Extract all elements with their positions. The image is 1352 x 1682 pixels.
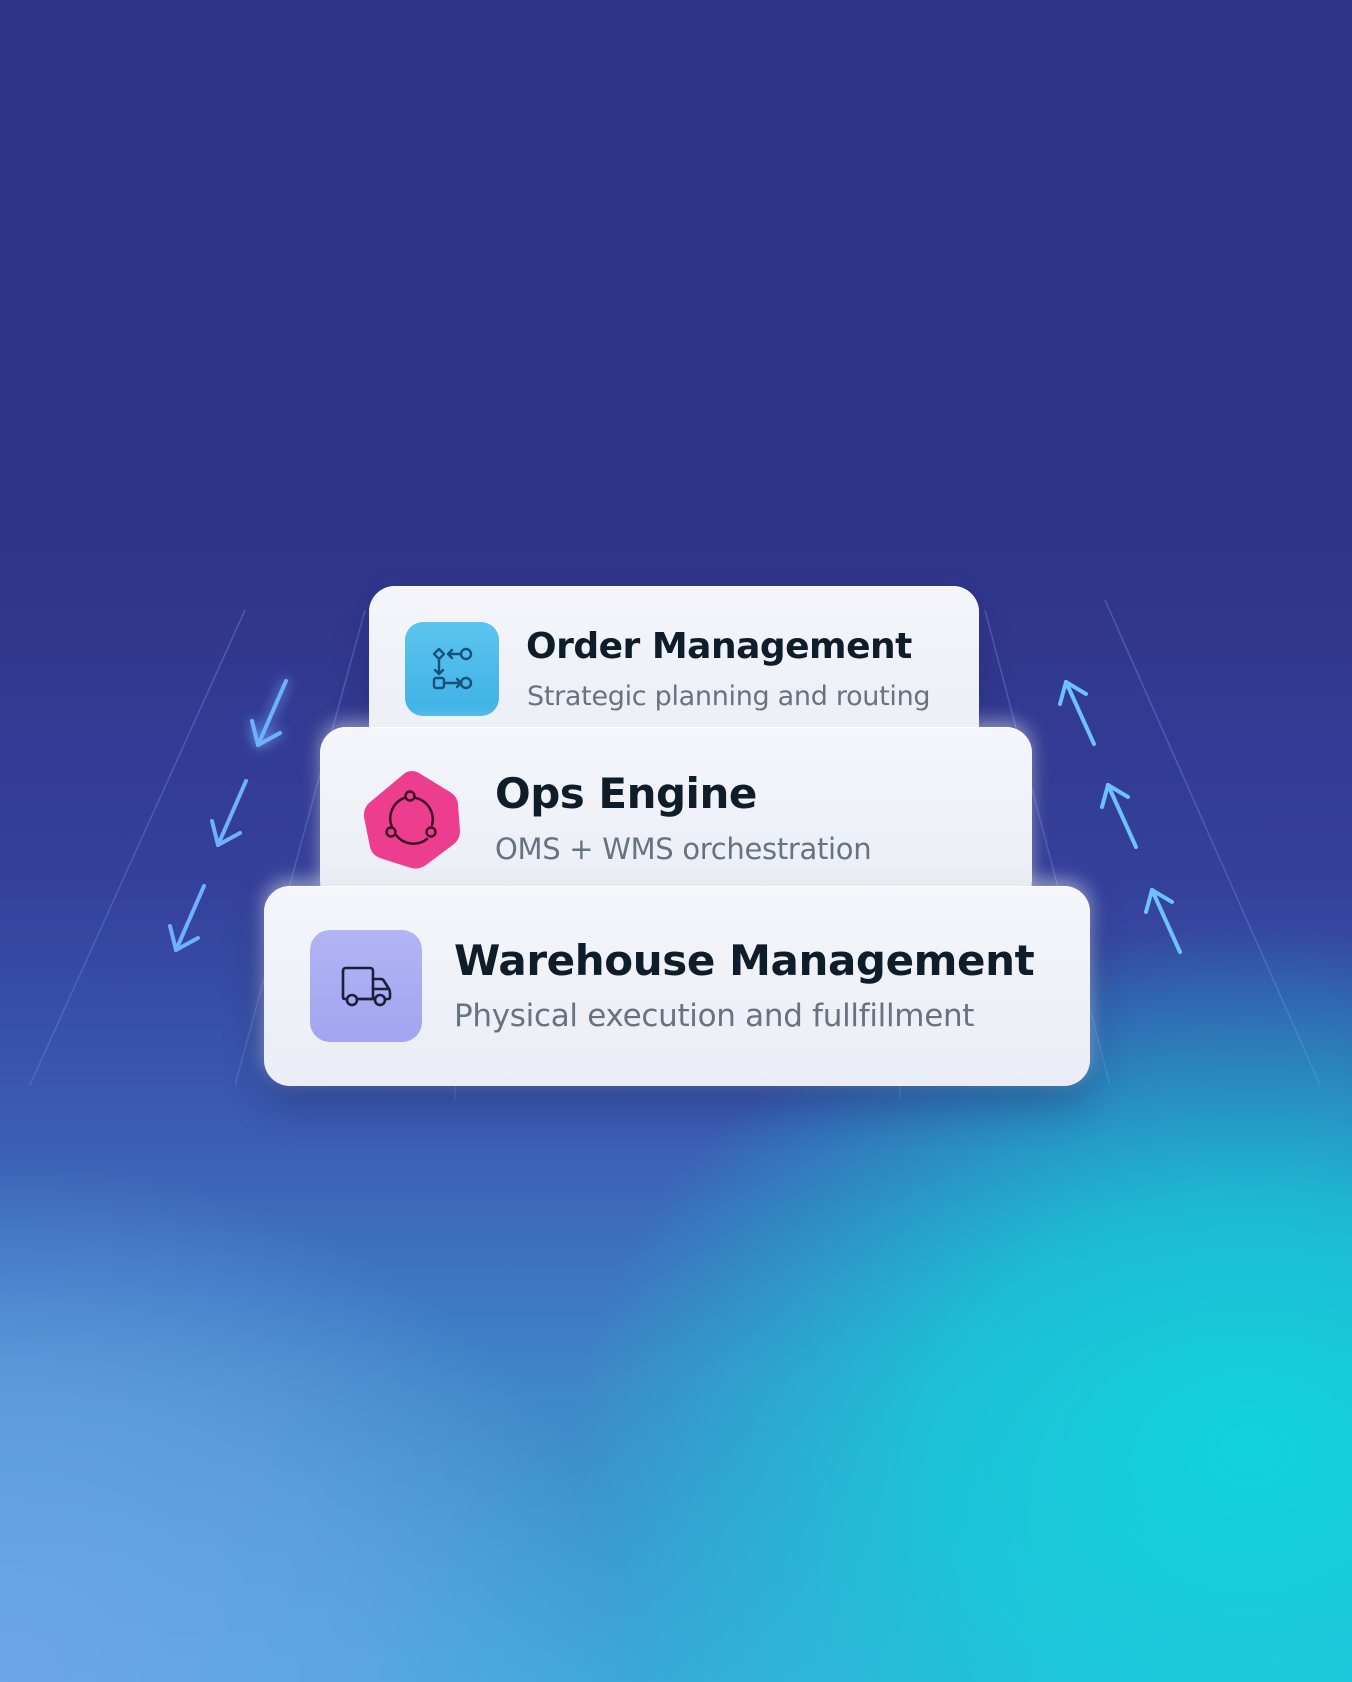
order-management-icon-tile	[405, 622, 499, 716]
order-management-title: Order Management	[526, 626, 912, 667]
ops-engine-icon-tile	[358, 765, 466, 873]
warehouse-management-subtitle: Physical execution and fullfillment	[454, 998, 975, 1034]
up-arrow-icon	[1144, 888, 1182, 954]
ops-engine-title: Ops Engine	[495, 769, 757, 818]
order-management-subtitle: Strategic planning and routing	[527, 681, 931, 712]
warehouse-management-card: Warehouse Management Physical execution …	[264, 886, 1090, 1086]
flow-routing-icon	[432, 647, 473, 690]
warehouse-management-title: Warehouse Management	[454, 936, 1035, 985]
down-arrow-icon	[168, 884, 206, 952]
warehouse-management-icon-tile	[310, 930, 422, 1042]
truck-icon	[341, 966, 392, 1007]
up-arrow-icon	[1058, 680, 1096, 746]
ops-engine-card: Ops Engine OMS + WMS orchestration	[320, 727, 1032, 907]
cycle-orchestration-icon	[363, 771, 460, 869]
down-arrow-icon	[210, 779, 248, 847]
down-arrow-icon	[250, 679, 288, 747]
up-arrow-icon	[1100, 783, 1138, 849]
ops-engine-subtitle: OMS + WMS orchestration	[495, 832, 872, 866]
